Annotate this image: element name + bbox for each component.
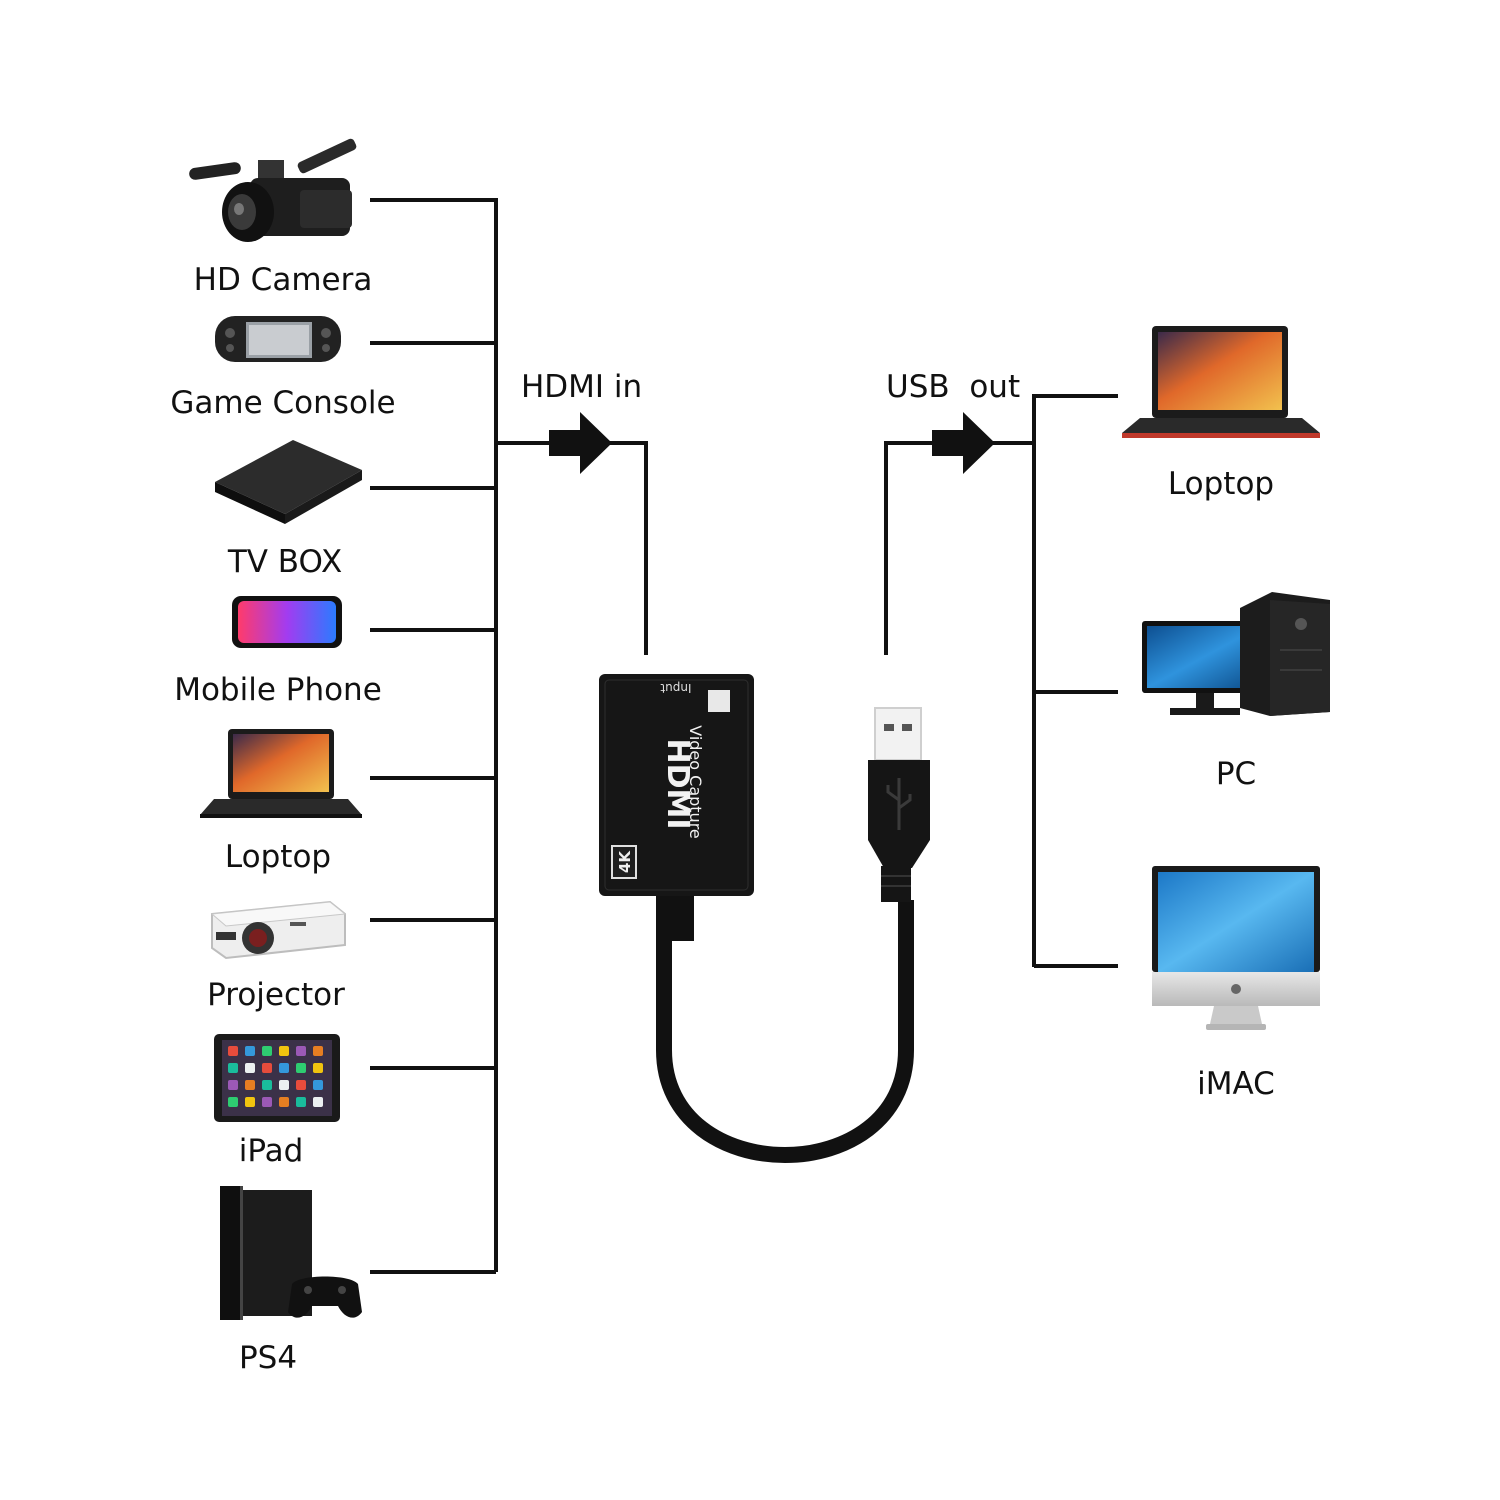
app-tile-icon [279, 1046, 289, 1056]
app-tile-icon [262, 1080, 272, 1090]
game-console-icon [215, 316, 341, 362]
app-tile-icon [279, 1080, 289, 1090]
mobile-phone-icon [232, 596, 342, 648]
label-usb-out: USB out [886, 369, 1021, 405]
ps4-icon [220, 1186, 362, 1320]
imac-icon [1152, 866, 1320, 1030]
hdmi-in-arrow [549, 412, 612, 474]
hdmi-in-line [496, 441, 648, 655]
tv-box-icon [215, 440, 362, 524]
label-pc: PC [1215, 756, 1257, 792]
hdcp-badge-icon [708, 690, 730, 712]
label-mobile-phone: Mobile Phone [174, 672, 382, 708]
4k-badge-text: 4K [616, 850, 634, 873]
app-tile-icon [228, 1080, 238, 1090]
app-tile-icon [245, 1063, 255, 1073]
app-tile-icon [313, 1046, 323, 1056]
device-product: Video Capture [686, 725, 705, 839]
laptop-input-icon [200, 729, 362, 818]
label-tv-box: TV BOX [227, 544, 343, 580]
label-ps4: PS4 [238, 1340, 298, 1376]
app-tile-icon [296, 1097, 306, 1107]
app-tile-icon [262, 1046, 272, 1056]
label-imac: iMAC [1197, 1066, 1275, 1102]
usb-symbol-icon [886, 778, 912, 830]
usb-plug-metal [874, 707, 922, 761]
hd-camera-icon [189, 138, 357, 242]
label-projector: Projector [207, 977, 345, 1013]
app-tile-icon [228, 1046, 238, 1056]
device-brand: HDMI [660, 738, 695, 829]
projector-icon [210, 900, 347, 960]
label-ipad: iPad [238, 1133, 304, 1169]
app-tile-icon [245, 1097, 255, 1107]
app-tile-icon [262, 1097, 272, 1107]
ipad-icon [214, 1034, 340, 1122]
4k-badge-icon [611, 845, 637, 879]
capture-device-body [599, 674, 754, 896]
usb-out-line [884, 441, 1034, 655]
usb-cable [656, 895, 914, 1163]
laptop-output-icon [1122, 326, 1320, 438]
app-tile-icon [313, 1063, 323, 1073]
app-tile-icon [262, 1063, 272, 1073]
app-tile-icon [296, 1080, 306, 1090]
capture-device: 4K Input HDMI Video Capture [599, 674, 930, 1163]
label-hd-camera: HD Camera [193, 262, 373, 298]
app-tile-icon [296, 1063, 306, 1073]
app-tile-icon [245, 1046, 255, 1056]
app-tile-icon [279, 1097, 289, 1107]
label-hdmi-in: HDMI in [521, 369, 643, 405]
app-tile-icon [313, 1097, 323, 1107]
app-tile-icon [296, 1046, 306, 1056]
output-bus [884, 394, 1118, 968]
app-tile-icon [313, 1080, 323, 1090]
port-label: Input [660, 681, 691, 695]
label-laptop-output: Loptop [1167, 466, 1275, 502]
label-game-console: Game Console [170, 385, 396, 421]
usb-out-arrow [932, 412, 995, 474]
app-tile-icon [245, 1080, 255, 1090]
input-bus [370, 198, 648, 1274]
pc-icon [1142, 592, 1330, 716]
label-laptop-input: Loptop [224, 839, 332, 875]
app-tile-icon [279, 1063, 289, 1073]
app-tile-icon [228, 1097, 238, 1107]
cable-strain-relief [662, 895, 694, 941]
app-tile-icon [228, 1063, 238, 1073]
